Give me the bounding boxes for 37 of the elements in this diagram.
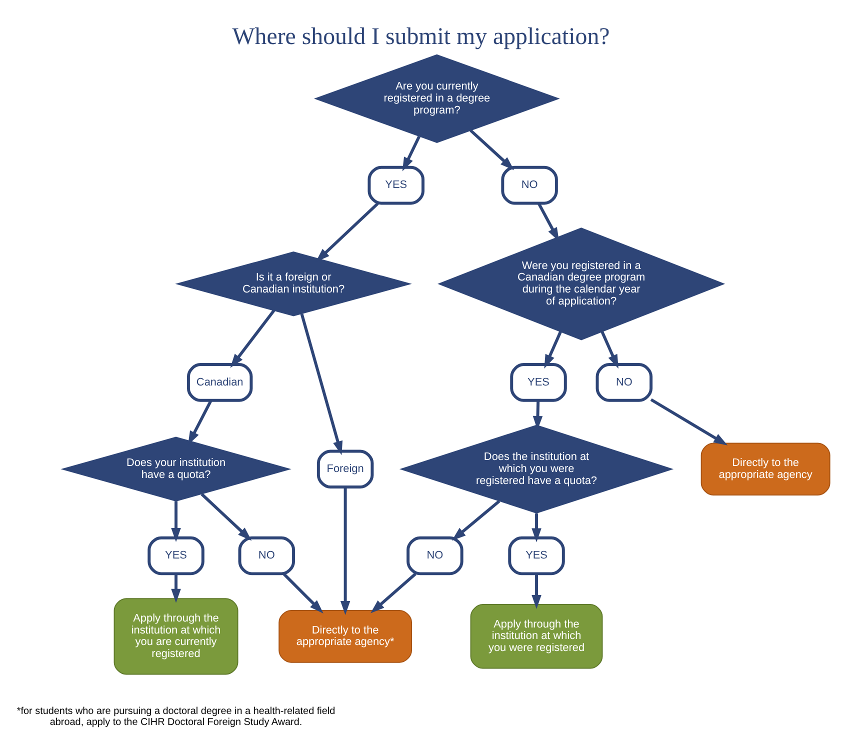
arrow bbox=[200, 493, 252, 541]
node-box: Canadian bbox=[186, 363, 253, 402]
arrow bbox=[340, 487, 350, 615]
arrow bbox=[452, 500, 500, 541]
arrow bbox=[171, 574, 181, 603]
node-box: Directly to the appropriate agency bbox=[700, 442, 830, 496]
arrow bbox=[532, 513, 542, 542]
node-box: NO bbox=[501, 166, 558, 205]
node-box: NO bbox=[238, 536, 296, 576]
node-box: YES bbox=[508, 536, 565, 576]
arrow bbox=[470, 129, 514, 170]
node-box: Apply through the institution at which you are currently registered bbox=[114, 598, 238, 675]
arrow bbox=[402, 136, 420, 172]
label: *for students who are pursuing a doctoral degree in a health-related field abroad, apply to the CIHR Doctoral Foreign Study Award. bbox=[16, 706, 336, 728]
node-box: NO bbox=[596, 363, 653, 402]
arrow bbox=[171, 501, 181, 542]
arrow bbox=[370, 572, 416, 614]
node-diamond: Does the institution at which you were registered have a quota? bbox=[399, 424, 674, 514]
arrow bbox=[544, 331, 562, 369]
node-box: Foreign bbox=[316, 450, 374, 489]
node-diamond: Is it a foreign or Canadian institution? bbox=[175, 252, 412, 316]
node-box: Apply through the institution at which you were registered bbox=[470, 604, 603, 669]
arrow bbox=[282, 572, 324, 614]
node-box: Directly to the appropriate agency* bbox=[278, 610, 412, 663]
arrow bbox=[532, 574, 542, 609]
arrow bbox=[316, 202, 379, 262]
arrow bbox=[230, 310, 276, 368]
node-box: YES bbox=[510, 363, 567, 402]
node-diamond: Does your institution have a quota? bbox=[60, 436, 292, 502]
diagram-title: Where should I submit my application? bbox=[232, 24, 610, 50]
node-box: YES bbox=[148, 536, 204, 576]
arrow bbox=[300, 314, 343, 456]
arrow bbox=[650, 398, 728, 446]
node-diamond: Are you currently registered in a degree program? bbox=[314, 54, 560, 143]
arrow bbox=[600, 331, 618, 369]
node-box: NO bbox=[406, 536, 464, 576]
node-box: YES bbox=[368, 166, 424, 205]
